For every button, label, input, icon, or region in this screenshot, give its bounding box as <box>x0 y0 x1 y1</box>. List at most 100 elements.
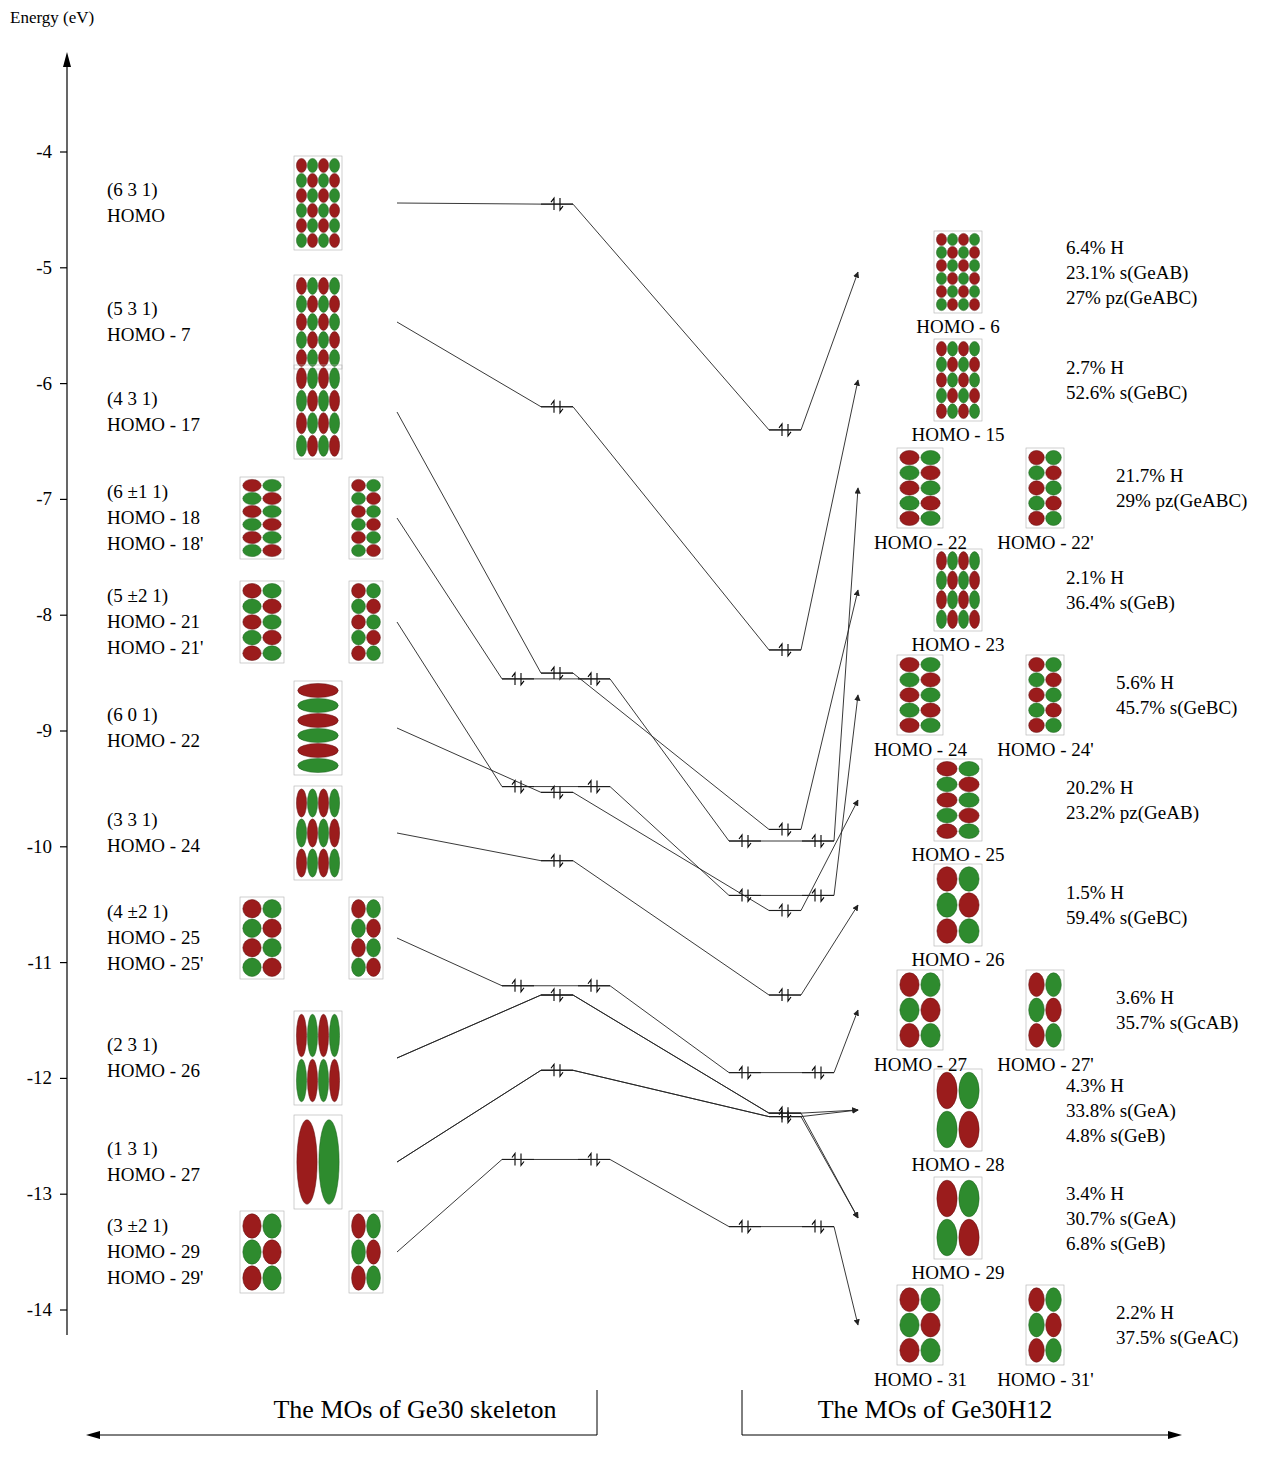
orbital-name: HOMO - 31 <box>858 1367 983 1393</box>
mo-composition: HOMO - 22HOMO - 22'21.7% H29% pz(GeABC) <box>858 446 1258 556</box>
composition-value: 2.1% H <box>1066 565 1175 590</box>
orbital-name: HOMO - 25 <box>858 842 1058 868</box>
quantum-numbers: (2 3 1) <box>107 1032 395 1058</box>
orbital-plot <box>240 581 284 663</box>
axis-number: -8 <box>36 604 52 627</box>
quantum-numbers: (4 ±2 1) <box>107 899 395 925</box>
orbital-plot <box>294 275 342 369</box>
orbital-plot <box>1026 970 1064 1050</box>
composition-value: 2.7% H <box>1066 355 1187 380</box>
orbital-name: HOMO - 25 <box>107 925 395 951</box>
axis-number: -11 <box>27 951 52 974</box>
skeleton-mo-label: (4 3 1)HOMO - 17 <box>105 384 397 440</box>
composition-value: 3.6% H <box>1116 985 1238 1010</box>
orbital-name: HOMO - 18 <box>107 505 395 531</box>
composition-value: 29% pz(GeABC) <box>1116 488 1247 513</box>
skeleton-mo-label: (6 3 1)HOMO <box>105 175 397 231</box>
composition-value: 23.1% s(GeAB) <box>1066 260 1197 285</box>
orbital-name: HOMO - 29' <box>107 1265 395 1291</box>
axis-number: -5 <box>36 256 52 279</box>
orbital-plot <box>240 477 284 559</box>
orbital-name: HOMO - 29 <box>858 1260 1058 1286</box>
panel-title: The MOs of Ge30H12 <box>818 1394 1053 1425</box>
correlation-line <box>397 995 858 1113</box>
orbital-plot <box>1026 1285 1064 1365</box>
composition-value: 20.2% H <box>1066 775 1199 800</box>
orbital-plot <box>897 970 943 1050</box>
energy-axis <box>66 62 67 1335</box>
composition-value: 27% pz(GeABC) <box>1066 285 1197 310</box>
axis-number: -7 <box>36 488 52 511</box>
orbital-plot <box>349 1211 383 1293</box>
orbital-name: HOMO - 24 <box>858 737 983 763</box>
mo-composition: HOMO - 23 2.1% H36.4% s(GeB) <box>858 548 1258 658</box>
axis-number: -9 <box>36 720 52 743</box>
axis-number: -6 <box>36 372 52 395</box>
orbital-plot <box>240 1211 284 1293</box>
skeleton-mo-label: (3 ±2 1)HOMO - 29HOMO - 29' <box>105 1211 397 1293</box>
mo-composition: HOMO - 66.4% H23.1% s(GeAB)27% pz(GeABC) <box>858 230 1258 340</box>
axis-number: -12 <box>27 1067 52 1090</box>
mo-composition: HOMO - 27HOMO - 27' 3.6% H35.7% s(GcAB) <box>858 968 1258 1078</box>
mo-composition: HOMO - 284.3% H33.8% s(GeA)4.8% s(GeB) <box>858 1068 1258 1178</box>
orbital-name: HOMO - 24' <box>983 737 1108 763</box>
composition-value: 37.5% s(GeAC) <box>1116 1325 1238 1350</box>
composition-value: 21.7% H <box>1116 463 1247 488</box>
orbital-plot <box>294 156 342 250</box>
skeleton-mo-label: (1 3 1)HOMO - 27 <box>105 1134 397 1190</box>
quantum-numbers: (6 ±1 1) <box>107 479 395 505</box>
composition-value: 4.8% s(GeB) <box>1066 1123 1176 1148</box>
orbital-plot <box>240 897 284 979</box>
orbital-name: HOMO - 29 <box>107 1239 395 1265</box>
orbital-plot <box>934 864 982 946</box>
orbital-name: HOMO - 21 <box>107 609 395 635</box>
axis-number: -4 <box>36 141 52 164</box>
correlation-line <box>397 488 858 841</box>
orbital-name: HOMO - 23 <box>858 632 1058 658</box>
orbital-name: HOMO - 17 <box>107 412 395 438</box>
mo-composition: HOMO - 25 20.2% H23.2% pz(GeAB) <box>858 758 1258 868</box>
composition-value: 2.2% H <box>1116 1300 1238 1325</box>
orbital-plot <box>934 1177 982 1259</box>
orbital-name: HOMO - 15 <box>858 422 1058 448</box>
quantum-numbers: (6 0 1) <box>107 702 395 728</box>
orbital-plot <box>934 759 982 841</box>
axis-title: Energy (eV) <box>10 8 94 28</box>
skeleton-mo-label: (2 3 1)HOMO - 26 <box>105 1030 397 1086</box>
correlation-line <box>397 203 858 430</box>
quantum-numbers: (5 3 1) <box>107 296 395 322</box>
quantum-numbers: (5 ±2 1) <box>107 583 395 609</box>
orbital-name: HOMO - 22 <box>858 530 983 556</box>
axis-arrowhead <box>63 52 71 67</box>
composition-value: 4.3% H <box>1066 1073 1176 1098</box>
composition-value: 35.7% s(GcAB) <box>1116 1010 1238 1035</box>
correlation-line <box>397 322 858 650</box>
mo-composition: HOMO - 31HOMO - 31'2.2% H37.5% s(GeAC) <box>858 1283 1258 1393</box>
bracket-right <box>742 1390 1172 1435</box>
composition-value: 6.8% s(GeB) <box>1066 1231 1176 1256</box>
quantum-numbers: (3 3 1) <box>107 807 395 833</box>
orbital-plot <box>294 1011 342 1105</box>
orbital-plot <box>294 365 342 459</box>
quantum-numbers: (4 3 1) <box>107 386 395 412</box>
composition-value: 23.2% pz(GeAB) <box>1066 800 1199 825</box>
orbital-name: HOMO - 27 <box>858 1052 983 1078</box>
orbital-name: HOMO - 27' <box>983 1052 1108 1078</box>
bracket-arrowhead <box>1168 1431 1182 1439</box>
correlation-line <box>397 1070 858 1218</box>
quantum-numbers: (1 3 1) <box>107 1136 395 1162</box>
orbital-plot <box>294 1115 342 1209</box>
bracket-arrowhead <box>86 1431 100 1439</box>
orbital-name: HOMO - 27 <box>107 1162 395 1188</box>
composition-value: 36.4% s(GeB) <box>1066 590 1175 615</box>
orbital-name: HOMO - 18' <box>107 531 395 557</box>
skeleton-mo-label: (6 0 1)HOMO - 22 <box>105 700 397 756</box>
orbital-plot <box>349 897 383 979</box>
orbital-plot <box>897 1285 943 1365</box>
orbital-plot <box>349 581 383 663</box>
correlation-line <box>397 728 858 910</box>
correlation-line <box>397 995 858 1218</box>
orbital-plot <box>934 339 982 421</box>
mo-composition: HOMO - 261.5% H59.4% s(GeBC) <box>858 863 1258 973</box>
